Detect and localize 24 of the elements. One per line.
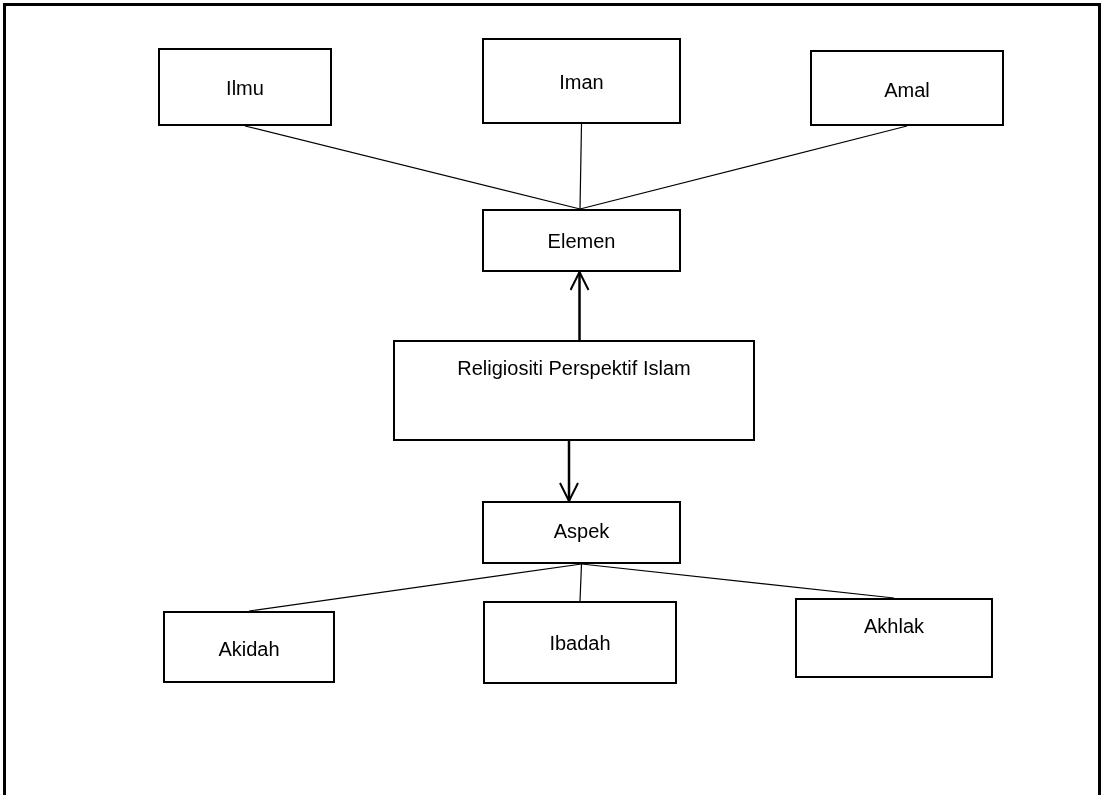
connector-line xyxy=(244,125,581,210)
node-label: Akhlak xyxy=(864,614,924,639)
arrow xyxy=(569,271,590,340)
label-box xyxy=(810,50,1004,126)
arrow xyxy=(559,441,579,502)
label-box xyxy=(482,38,681,124)
connector-line xyxy=(579,125,908,210)
connector-line xyxy=(579,563,583,602)
label-box xyxy=(482,209,681,272)
connector-line xyxy=(579,123,583,210)
node-label: Amal xyxy=(884,78,930,103)
label-box xyxy=(483,601,677,684)
node-label: Aspek xyxy=(553,519,610,544)
label-box xyxy=(393,340,755,441)
node-label: Religiositi Perspektif Islam xyxy=(457,356,691,381)
node-label: Ilmu xyxy=(226,76,264,101)
node-label: Iman xyxy=(559,70,604,95)
label-box xyxy=(795,598,993,678)
label-box xyxy=(158,48,332,126)
node-label: Ibadah xyxy=(549,631,611,656)
label-box xyxy=(163,611,335,683)
label-box xyxy=(482,501,681,564)
node-label: Elemen xyxy=(547,229,616,254)
node-label: Akidah xyxy=(218,637,280,662)
